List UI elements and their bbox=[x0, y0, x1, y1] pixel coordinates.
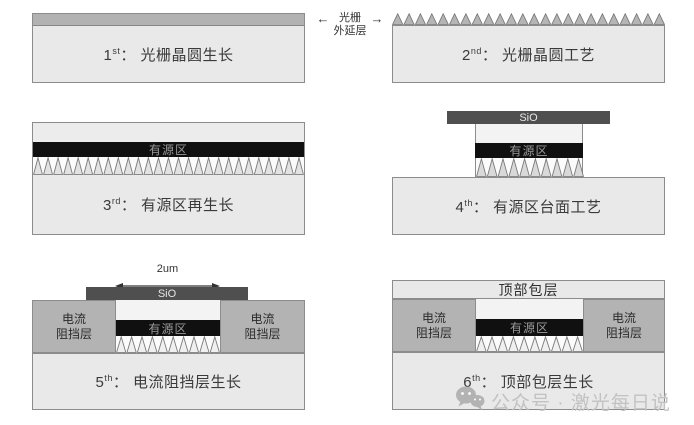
blocking-layer-line2: 阻挡层 bbox=[244, 326, 281, 341]
mesa-cladding-strip bbox=[476, 299, 583, 319]
sio-label: SiO bbox=[519, 111, 538, 124]
grating-triangles bbox=[33, 157, 304, 175]
blocking-layer-line1: 电流 bbox=[421, 310, 446, 325]
active-region-label: 有源区 bbox=[148, 321, 188, 336]
panel-step5: 2um SiO 电流 阻挡层 有源区 电流 阻挡层 5th： 电流阻挡层生长 bbox=[32, 263, 305, 410]
arrow-right-icon: → bbox=[370, 11, 384, 26]
blocking-layer-line1: 电流 bbox=[611, 310, 636, 325]
blocking-layer-line2: 阻挡层 bbox=[415, 325, 452, 340]
step3-label: 3rd： 有源区再生长 bbox=[103, 194, 234, 215]
panel-step2: 2nd： 光栅晶圆工艺 bbox=[392, 13, 665, 83]
active-region-label: 有源区 bbox=[148, 143, 188, 157]
step3-title: ： 有源区再生长 bbox=[120, 197, 235, 214]
annotation-line1: 光栅 bbox=[339, 12, 361, 24]
panel-step6-body: 6th： 顶部包层生长 bbox=[392, 352, 665, 410]
panel-step1: 1st： 光栅晶圆生长 bbox=[32, 13, 305, 83]
step5-title: ： 电流阻挡层生长 bbox=[112, 374, 242, 391]
panel-step4-body: 4th： 有源区台面工艺 bbox=[392, 177, 665, 235]
step2-ordinal: nd bbox=[470, 45, 482, 56]
step3-number: 3 bbox=[102, 197, 112, 214]
step4-label: 4th： 有源区台面工艺 bbox=[455, 196, 601, 217]
mesa-cladding-strip bbox=[475, 124, 583, 143]
watermark: 公众号 · 激光每日说 bbox=[455, 385, 671, 417]
blocking-layer-line2: 阻挡层 bbox=[55, 326, 92, 341]
step5-ordinal: th bbox=[104, 373, 113, 383]
step2-number: 2 bbox=[461, 46, 471, 64]
panel-step3-body: 3rd： 有源区再生长 bbox=[33, 175, 304, 234]
step1-ordinal: st bbox=[112, 45, 121, 56]
step4-number: 4 bbox=[455, 198, 465, 216]
annotation-text: 光栅 外延层 bbox=[334, 12, 367, 38]
active-region-label: 有源区 bbox=[509, 321, 549, 335]
step2-label: 2nd： 光栅晶圆工艺 bbox=[462, 44, 595, 65]
arrow-left-icon: ← bbox=[316, 11, 330, 26]
annotation-line2: 外延层 bbox=[333, 25, 367, 38]
active-region-bar: 有源区 bbox=[475, 143, 583, 158]
current-blocking-layer-right: 电流 阻挡层 bbox=[220, 300, 305, 353]
step6-label: 6th： 顶部包层生长 bbox=[463, 371, 594, 392]
top-cladding-bar: 顶部包层 bbox=[392, 280, 665, 299]
watermark-text: 公众号 · 激光每日说 bbox=[491, 392, 671, 414]
panel-step6: 顶部包层 电流 阻挡层 有源区 电流 阻挡层 6th： 顶部包层生长 bbox=[392, 280, 665, 410]
wechat-icon bbox=[455, 385, 485, 417]
sio-mask-bar: SiO bbox=[86, 287, 248, 300]
blocking-layer-line1: 电流 bbox=[250, 311, 275, 326]
blocking-layer-line1: 电流 bbox=[61, 311, 86, 326]
dimension-label: 2um bbox=[156, 263, 179, 275]
panel-step3: 有源区 3rd： 有源区再生长 bbox=[32, 122, 305, 235]
grating-epi-annotation: ← 光栅 外延层 → bbox=[306, 12, 394, 38]
active-region-label: 有源区 bbox=[509, 144, 549, 158]
step4-title: ： 有源区台面工艺 bbox=[472, 198, 602, 216]
blocking-layer-line2: 阻挡层 bbox=[605, 325, 642, 340]
step6-number: 6 bbox=[463, 373, 473, 391]
sio-label: SiO bbox=[157, 287, 177, 300]
mesa-stack: 有源区 bbox=[116, 300, 220, 353]
mesa-cladding-strip bbox=[116, 300, 220, 320]
active-region-bar: 有源区 bbox=[33, 142, 304, 157]
step6-title: ： 顶部包层生长 bbox=[480, 373, 594, 391]
step1-label: 1st： 光栅晶圆生长 bbox=[103, 44, 233, 65]
mesa-stack: 有源区 bbox=[475, 124, 584, 177]
step1-title: ： 光栅晶圆生长 bbox=[120, 46, 234, 64]
active-region-bar: 有源区 bbox=[476, 319, 583, 336]
grating-epi-layer-strip bbox=[33, 14, 304, 26]
panel-step2-body: 2nd： 光栅晶圆工艺 bbox=[392, 25, 665, 83]
step6-ordinal: th bbox=[472, 372, 481, 383]
step4-ordinal: th bbox=[464, 197, 473, 208]
current-blocking-layer-left: 电流 阻挡层 bbox=[392, 299, 476, 352]
current-blocking-layer-right: 电流 阻挡层 bbox=[583, 299, 665, 352]
panel-step5-body: 5th： 电流阻挡层生长 bbox=[32, 353, 305, 410]
grating-triangles bbox=[475, 158, 584, 177]
panel-step4: SiO 有源区 4th： 有源区台面工艺 bbox=[392, 111, 665, 235]
sio-mask-bar: SiO bbox=[447, 111, 610, 124]
grating-triangles bbox=[476, 336, 583, 352]
grating-triangles bbox=[116, 336, 220, 353]
mesa-stack: 有源区 bbox=[476, 299, 583, 352]
dimension-arrow-icon bbox=[115, 277, 220, 289]
step3-ordinal: rd bbox=[111, 196, 121, 206]
grating-triangles bbox=[392, 13, 665, 25]
step5-number: 5 bbox=[95, 374, 105, 391]
step2-title: ： 光栅晶圆工艺 bbox=[481, 46, 596, 64]
step5-label: 5th： 电流阻挡层生长 bbox=[95, 371, 241, 392]
step1-number: 1 bbox=[103, 46, 113, 64]
current-blocking-layer-left: 电流 阻挡层 bbox=[32, 300, 116, 353]
top-cladding-label: 顶部包层 bbox=[498, 281, 559, 298]
panel-step1-body: 1st： 光栅晶圆生长 bbox=[33, 26, 304, 82]
upper-cladding-strip bbox=[33, 123, 304, 142]
active-region-bar: 有源区 bbox=[116, 320, 220, 336]
